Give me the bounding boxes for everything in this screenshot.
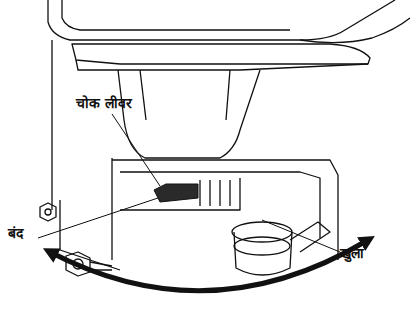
body-line (140, 70, 146, 120)
leader-lines (38, 114, 340, 252)
fuel-tank (48, 0, 395, 40)
part-label: बंद (8, 224, 23, 242)
tank-rim (62, 0, 290, 30)
spring-ring (232, 222, 292, 242)
leader-line (38, 198, 158, 238)
slots (200, 180, 230, 206)
carburetor-body (118, 70, 260, 158)
part-label: खुला (340, 244, 364, 262)
arm (290, 222, 330, 252)
spring-body (234, 232, 292, 275)
spring-ring (234, 237, 290, 255)
leader-line (112, 114, 160, 186)
flange-edge (76, 60, 368, 70)
engine-outline (40, 0, 410, 276)
block-detail (120, 178, 240, 210)
tank-edge (300, 18, 410, 43)
body-line (226, 70, 230, 120)
choke-lever (154, 184, 198, 202)
leader-line (262, 220, 340, 252)
frame-line (51, 40, 52, 210)
flange-plate (72, 44, 370, 64)
bolt (40, 203, 56, 221)
motion-arrow (50, 240, 368, 291)
engine-block (112, 158, 338, 260)
part-label: चोक लीवर (76, 94, 132, 112)
